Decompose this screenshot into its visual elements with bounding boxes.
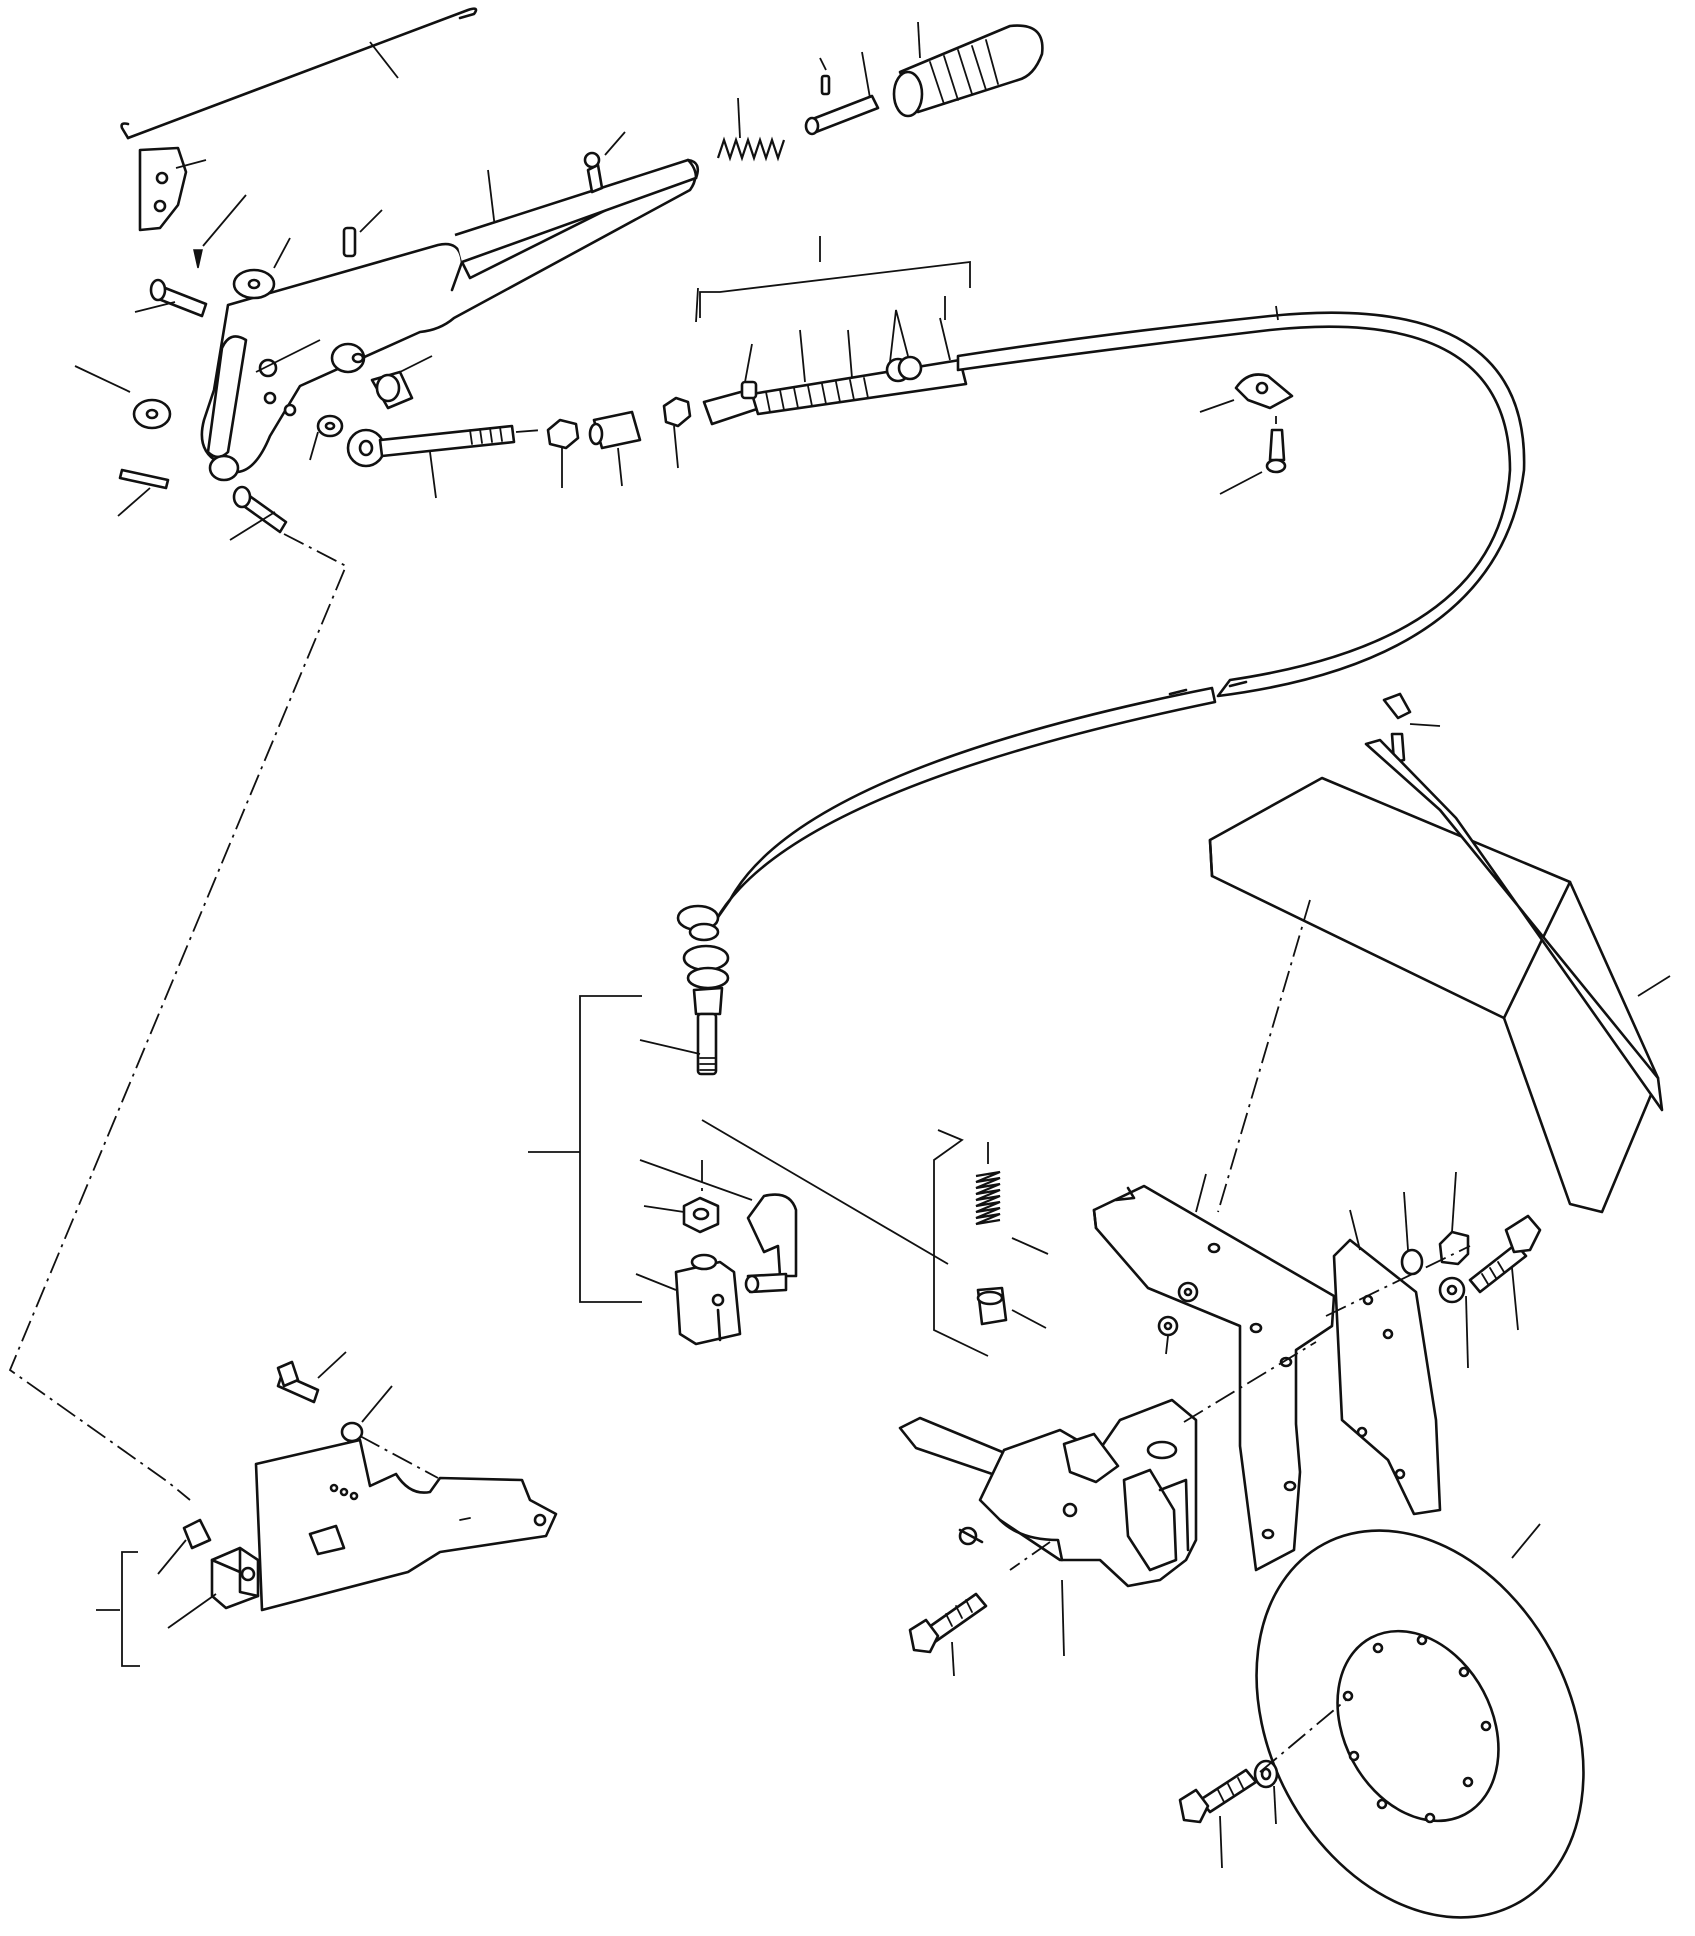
centreline-disc-bolt (1259, 1699, 1347, 1773)
small-pin-top (583, 131, 626, 194)
handle-grip (892, 21, 1044, 118)
washer-right-2 (1438, 1276, 1469, 1369)
centreline-left (8, 533, 348, 1501)
mounting-bracket-main (1092, 1173, 1336, 1572)
lock-nut-2 (662, 396, 692, 469)
washer-upper (232, 237, 291, 300)
lock-nut-adjuster (643, 1160, 720, 1234)
disc-bolt (1178, 1768, 1258, 1869)
washer-mid-left (309, 414, 344, 461)
bracket-group-lower-left (96, 1551, 140, 1667)
pivot-bolt (134, 278, 208, 318)
nuts-on-bracket (1157, 1281, 1199, 1355)
adjuster-group (528, 995, 949, 1303)
centreline-right-bolts (1325, 1245, 1471, 1317)
nut-right-1 (1438, 1171, 1470, 1266)
grip-spring (716, 97, 786, 162)
washer-right-1 (1400, 1191, 1424, 1276)
washer-left (74, 365, 172, 430)
clevis-pin-clip (639, 1159, 798, 1294)
bracket-lower-left (254, 1438, 558, 1612)
grip-pin (804, 51, 880, 136)
return-spring-assembly (933, 1129, 1049, 1357)
cable-bracket-group (695, 236, 971, 323)
cable-clip (1199, 373, 1294, 413)
bolt-lower-left (276, 1351, 347, 1404)
brake-cable (714, 305, 1526, 922)
split-pin-small (193, 194, 247, 269)
lock-nut-1 (546, 418, 580, 488)
cable-end-lower (639, 904, 730, 1076)
clevis-pin-lower (229, 485, 288, 541)
lever-bracket-plate (138, 146, 207, 232)
adjuster-nut (588, 410, 642, 487)
roll-pin-vertical (342, 209, 383, 258)
pin-small-lower-left (157, 1518, 212, 1575)
handle-tube (454, 158, 700, 264)
bolt-right (1468, 1214, 1542, 1331)
brake-disc (1255, 1523, 1585, 1919)
guard-cover (1208, 738, 1671, 1214)
centreline-lower-left-bolt (359, 1435, 439, 1479)
lever-hub-nuts (255, 339, 321, 417)
washer-lower-left (340, 1385, 393, 1443)
rod-end-eyebolt (346, 424, 516, 499)
centreline-rod (515, 429, 543, 433)
clip-screw (1219, 416, 1287, 495)
mounting-plate-right (1332, 1209, 1442, 1516)
bolt-caliper (908, 1592, 988, 1677)
cable-threaded-end (702, 296, 968, 426)
block-lower-left (167, 1546, 260, 1629)
bushing-pair (208, 342, 433, 482)
clevis-yoke (635, 1253, 742, 1346)
roll-pin-left (117, 468, 170, 517)
spring-rod (120, 7, 478, 140)
disc-washer (1253, 1759, 1279, 1825)
small-roll-pin-top (819, 57, 831, 96)
brake-caliper (898, 1341, 1317, 1657)
